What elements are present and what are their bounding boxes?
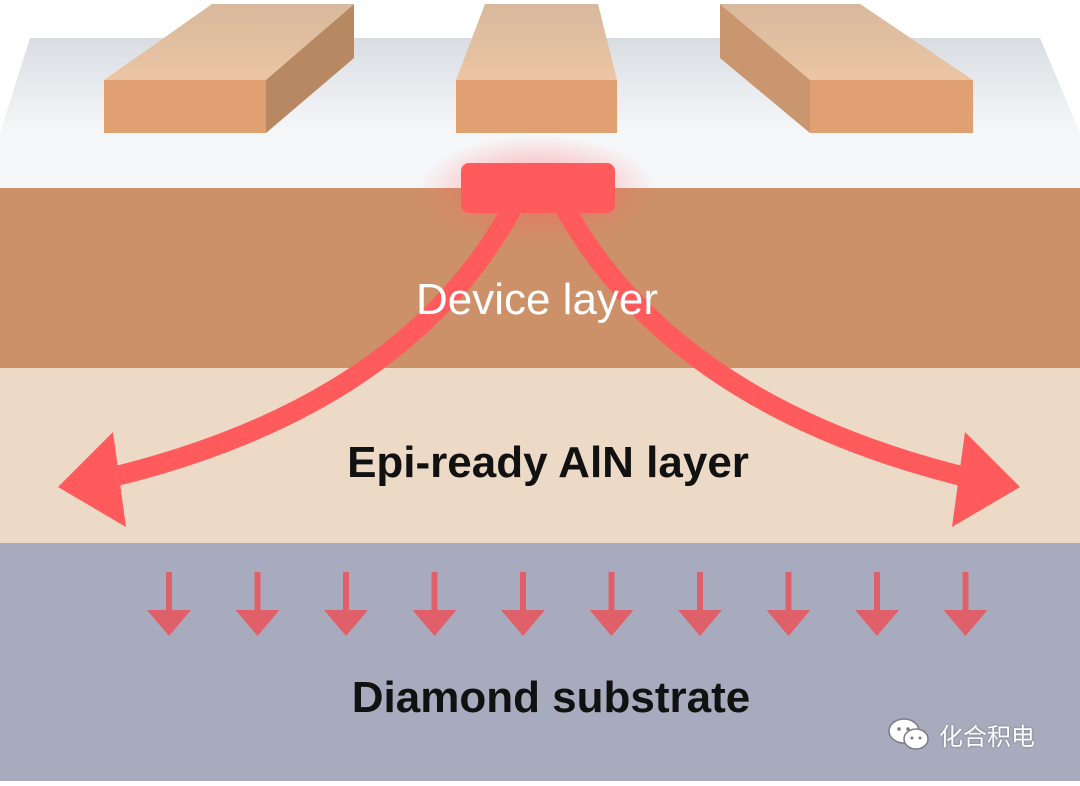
contact-stripe-right: [720, 4, 973, 133]
heat-flux-arrow: [589, 572, 634, 636]
substrate-label: Diamond substrate: [352, 673, 751, 722]
heat-flux-arrow: [235, 572, 280, 636]
heat-flux-arrow: [324, 572, 368, 636]
watermark-text: 化合积电: [939, 722, 1035, 751]
heat-flux-arrow: [412, 572, 457, 636]
heat-spread-arrow-right: [557, 202, 1020, 527]
contact-stripe-left: [104, 4, 354, 133]
heat-flux-arrow: [678, 572, 722, 636]
contact-stripe-middle: [456, 4, 617, 133]
epi-layer-label: Epi-ready AlN layer: [347, 438, 749, 487]
heat-flux-arrow: [501, 572, 545, 636]
heat-flux-arrows: [147, 572, 988, 636]
watermark: 化合积电: [887, 712, 1035, 756]
device-layer-label: Device layer: [416, 275, 658, 324]
heat-flux-arrow: [147, 572, 191, 636]
heat-flux-arrow: [855, 572, 899, 636]
wechat-icon: [888, 718, 929, 750]
heat-source: [461, 163, 615, 213]
heat-flux-arrow: [766, 572, 811, 636]
heat-spread-arrow-left: [58, 202, 520, 527]
heat-flux-arrow: [943, 572, 988, 636]
